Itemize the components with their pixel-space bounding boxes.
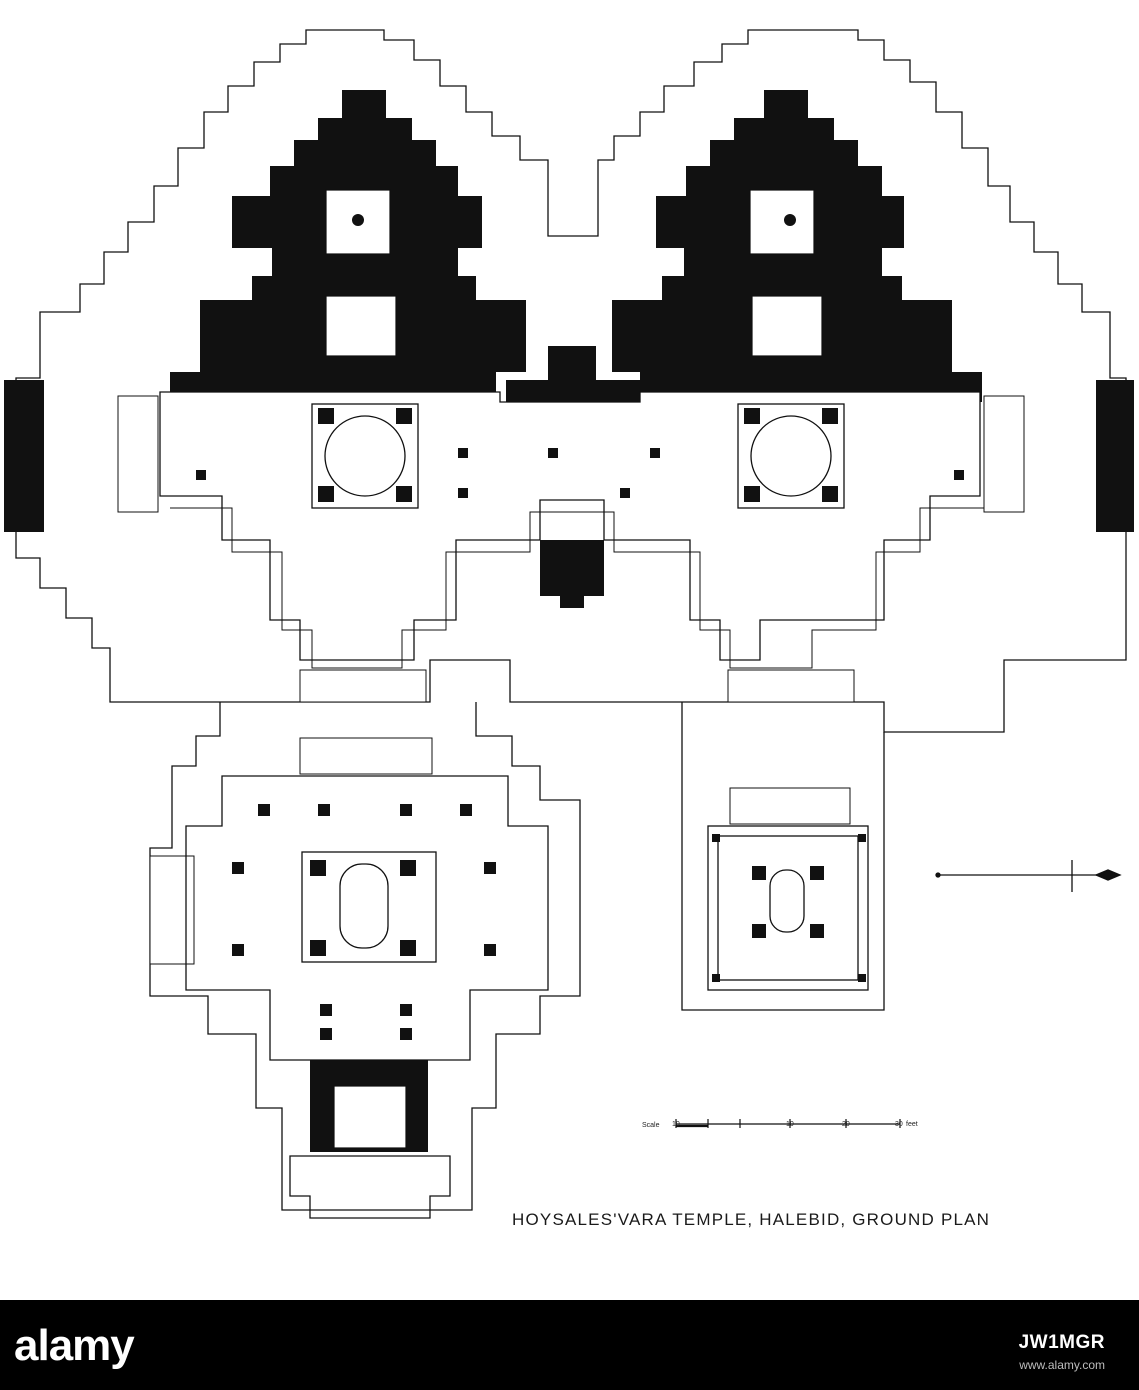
image-code: JW1MGR (1018, 1332, 1105, 1353)
scale-tick-label: 10 (672, 1121, 680, 1128)
south-projection (540, 540, 604, 608)
hall-main (159, 391, 981, 661)
scale-tick-label: 10 (786, 1121, 794, 1128)
scale-unit: feet (906, 1121, 918, 1128)
watermark-url: www.alamy.com (1019, 1358, 1105, 1372)
plinth-outline-lower-right (681, 702, 885, 1011)
scale-tick-label: 30 (895, 1121, 903, 1128)
scale-prefix: Scale (642, 1122, 660, 1129)
mandapa-right (737, 403, 845, 509)
watermark-bar: alamy JW1MGR www.alamy.com (0, 1300, 1139, 1390)
scale-tick-label: 20 (842, 1121, 850, 1128)
plan-caption: HOYSALES'VARA TEMPLE, HALEBID, GROUND PL… (512, 1210, 991, 1229)
north-arrow-icon (935, 860, 1122, 892)
plinth-outline-main (15, 29, 1127, 733)
plinth-outline-lower-left (149, 702, 581, 1211)
alamy-logo: alamy (14, 1321, 136, 1370)
scale-bar (675, 1119, 901, 1128)
ground-plan-sheet: Scale 10 10 20 30 feet HOYSALES'VARA TEM… (4, 29, 1134, 1229)
svg-text:alamy: alamy (14, 1321, 135, 1370)
mandapa-left (311, 403, 419, 509)
ground-plan-drawing: Scale 10 10 20 30 feet (4, 29, 1134, 1219)
